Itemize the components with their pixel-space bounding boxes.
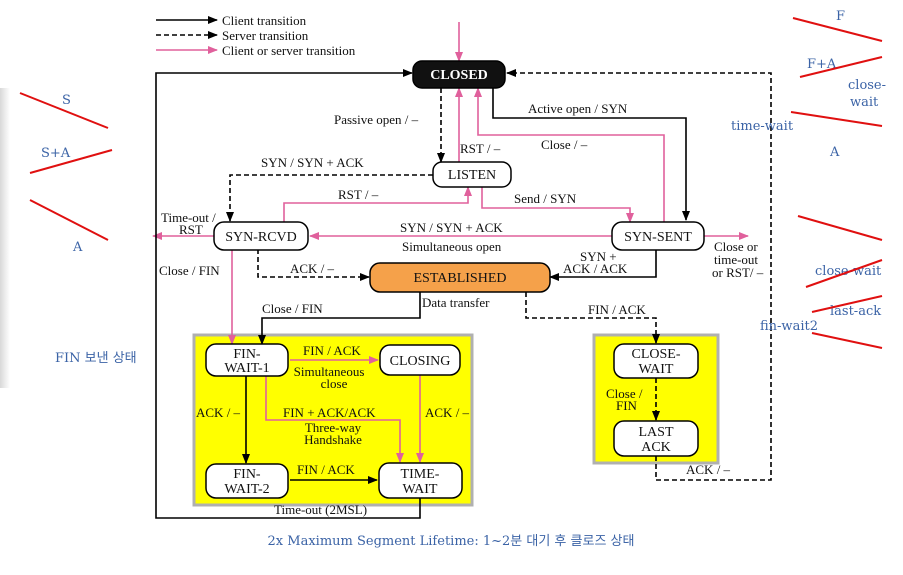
svg-text:WAIT: WAIT [639,362,674,377]
state-time-wait: TIME- WAIT [378,462,463,499]
label-fin-ack-fw2: FIN / ACK [297,462,355,477]
note-s-plus-a: S+A [41,146,71,161]
svg-text:FIN-: FIN- [233,467,261,482]
legend-both-label: Client or server transition [222,43,356,58]
note-a-right: A [829,145,840,160]
svg-text:FIN-: FIN- [233,347,261,362]
label-three-way: Three-way [305,420,362,435]
label-ack-last: ACK / – [686,462,731,477]
svg-text:LISTEN: LISTEN [448,168,496,183]
label-close-fin-cw-1: Close / [606,386,643,401]
label-rst-listen: RST / – [338,187,379,202]
note-close-1: close- [848,78,886,93]
state-closing: CLOSING [379,344,461,376]
label-simultaneous-close-1: Simultaneous [294,364,365,379]
svg-text:CLOSED: CLOSED [430,68,488,83]
note-a: A [72,240,83,255]
svg-text:ACK: ACK [641,440,671,455]
label-timeout-2msl: Time-out (2MSL) [274,502,367,517]
label-simultaneous-open: Simultaneous open [402,239,502,254]
label-fin-ack-closing: FIN / ACK [303,343,361,358]
label-active-open: Active open / SYN [528,101,628,116]
note-f: F [836,9,845,24]
label-close-fin-rcvd: Close / FIN [159,263,220,278]
label-handshake: Handshake [304,432,362,447]
note-fin-state: FIN 보낸 상태 [55,351,137,366]
note-close-2: wait [850,95,879,110]
transition-labels: Passive open / – RST / – Active open / S… [159,101,764,517]
label-ack-fw1: ACK / – [196,405,241,420]
svg-text:TIME-: TIME- [401,467,440,482]
label-close-fin-est: Close / FIN [262,301,323,316]
note-f-plus-a: F+A [807,57,837,72]
label-fin-ack-est: FIN / ACK [588,302,646,317]
state-last-ack: LAST ACK [613,420,699,457]
state-syn-rcvd: SYN-RCVD [213,221,309,251]
label-ack-closing: ACK / – [425,405,470,420]
svg-text:LAST: LAST [639,425,674,440]
note-time-wait: time-wait [731,119,794,134]
label-close-or: Close or [714,239,758,254]
label-syn-synack: SYN / SYN + ACK [261,155,364,170]
label-passive-open: Passive open / – [334,112,419,127]
label-syn-ack-2: ACK / ACK [563,261,628,276]
label-ack-rcvd: ACK / – [290,261,335,276]
svg-text:CLOSING: CLOSING [390,354,451,369]
state-closed: CLOSED [412,60,506,89]
svg-text:ESTABLISHED: ESTABLISHED [414,271,507,286]
label-timeout-rst-2: RST [179,222,203,237]
label-send-syn: Send / SYN [514,191,577,206]
footer-note: 2x Maximum Segment Lifetime: 1~2분 대기 후 클… [268,534,635,549]
legend-server-label: Server transition [222,28,309,43]
label-syn-ack-1: SYN + [580,249,617,264]
label-data-transfer: Data transfer [422,295,490,310]
state-established: ESTABLISHED [369,262,551,293]
label-timeout-rst-1: Time-out / [161,210,216,225]
label-close-fin-cw-2: FIN [616,398,638,413]
note-s: S [62,93,71,108]
label-time-out: time-out [714,252,758,267]
state-listen: LISTEN [432,161,512,188]
label-simultaneous-close-2: close [321,376,348,391]
svg-text:WAIT-1: WAIT-1 [224,361,269,376]
transitions [152,22,772,519]
label-fin-ack-ack: FIN + ACK/ACK [283,405,376,420]
state-close-wait: CLOSE- WAIT [613,343,699,379]
note-last-ack: last-ack [830,304,881,319]
svg-text:SYN-RCVD: SYN-RCVD [225,230,297,245]
svg-text:CLOSE-: CLOSE- [632,347,681,362]
state-fin-wait-2: FIN- WAIT-2 [205,463,289,499]
annotations: S S+A A F F+A close- wait time-wait A cl… [41,9,886,549]
label-close-syn-sent: Close / – [541,137,588,152]
svg-text:WAIT-2: WAIT-2 [224,482,269,497]
label-simultaneous-syn: SYN / SYN + ACK [400,220,503,235]
state-fin-wait-1: FIN- WAIT-1 [205,343,289,377]
legend: Client transition Server transition Clie… [156,13,356,58]
state-syn-sent: SYN-SENT [611,221,705,251]
legend-client-label: Client transition [222,13,307,28]
svg-text:SYN-SENT: SYN-SENT [624,230,692,245]
note-fin-wait2: fin-wait2 [760,319,818,334]
svg-text:WAIT: WAIT [403,482,438,497]
label-or-rst: or RST/ – [712,265,764,280]
red-markup-lines [19,17,883,349]
label-rst-closed: RST / – [460,141,501,156]
page-edge-shadow [0,88,10,388]
